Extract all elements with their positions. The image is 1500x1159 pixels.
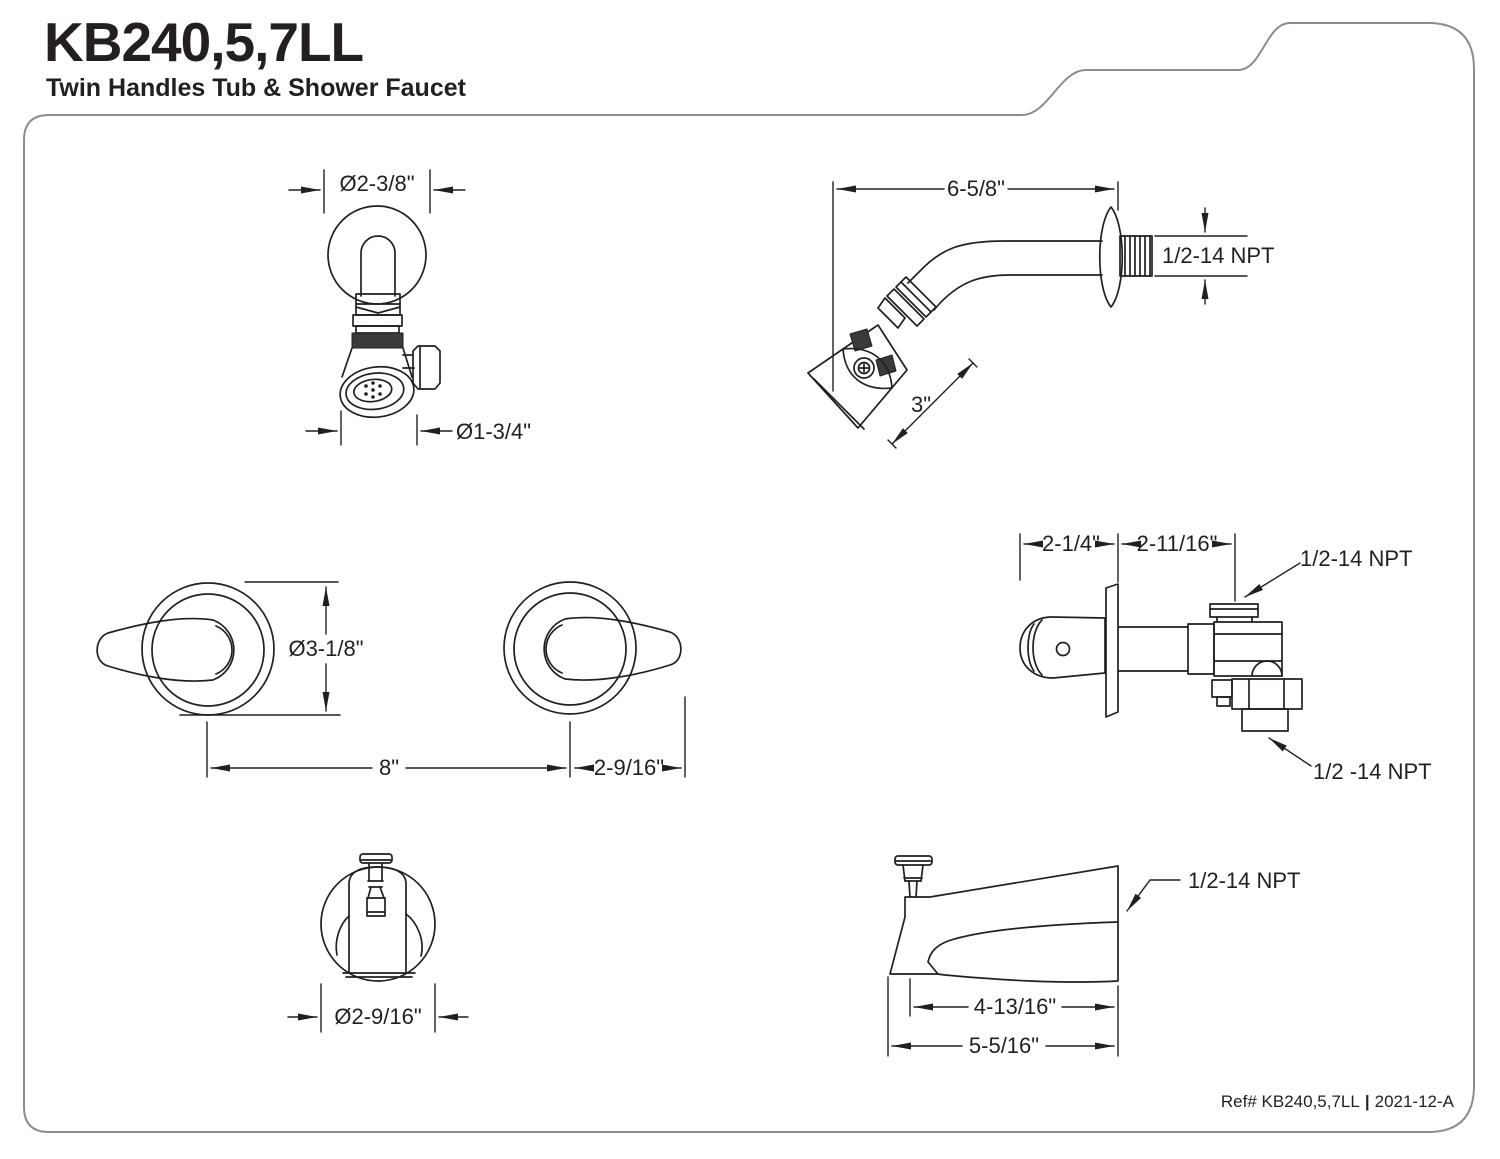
escutcheon-circle <box>327 205 427 305</box>
spout-front-outline <box>320 866 436 982</box>
thread-label: 1/2-14 NPT <box>1188 868 1301 893</box>
diverter-knob-cap <box>359 853 393 864</box>
pipe-threads <box>1119 235 1153 277</box>
dim-face-diameter: Ø1-3/4" <box>456 419 531 444</box>
volume-knob <box>412 345 441 390</box>
arm-top-edge <box>907 240 1103 284</box>
shower-port <box>1209 603 1259 618</box>
diverter-knob-cap <box>894 855 933 866</box>
footer-separator: | <box>1364 1092 1370 1111</box>
dim-escutcheon-diameter: Ø2-3/8" <box>339 171 414 196</box>
dim-arm-length: 6-5/8" <box>947 176 1005 201</box>
spout-crease <box>927 921 1119 975</box>
right-escutcheon <box>503 581 637 715</box>
knurled-ring <box>351 332 404 349</box>
dim-handle-depth: 2-1/4" <box>1042 531 1100 556</box>
head-cone <box>807 324 908 429</box>
shower-head-front-view: Ø2-3/8" <box>288 169 531 446</box>
dim-spout-reach-overall: 5-5/16" <box>969 1033 1039 1058</box>
valve-side-view: 2-1/4" 2-11/16" 1/2-14 NPT 1/2 -14 NPT <box>1019 531 1432 784</box>
spray-face-outer <box>339 365 415 419</box>
dim-spout-reach-inner: 4-13/16" <box>974 994 1056 1019</box>
right-handle-lever <box>543 616 682 681</box>
footer-revision: 2021-12-A <box>1374 1092 1454 1111</box>
page-title: KB240,5,7LL <box>44 11 364 73</box>
tub-spout-front-view: Ø2-9/16" <box>287 853 469 1033</box>
tub-spout-side-view: 1/2-14 NPT 4-13/16" 5-5/16" <box>887 855 1301 1058</box>
arm-nut <box>895 276 937 318</box>
dim-escutcheon-diameter: Ø3-1/8" <box>288 636 363 661</box>
thread-bottom-label: 1/2 -14 NPT <box>1313 759 1432 784</box>
left-escutcheon <box>141 582 275 716</box>
footer-ref-label: Ref# KB240,5,7LL <box>1220 1092 1360 1111</box>
arm-tube <box>360 235 396 297</box>
diverter-stem <box>366 897 386 917</box>
valve-stem-collar <box>1187 623 1215 675</box>
supply-port <box>1241 708 1289 732</box>
arm-bottom-edge <box>933 274 1103 311</box>
valve-escutcheon <box>1105 583 1119 718</box>
valve-handle <box>1019 616 1106 679</box>
footer-reference: Ref# KB240,5,7LL|2021-12-A <box>1221 1092 1454 1112</box>
left-handle-lever <box>96 617 235 682</box>
dim-handle-reach: 2-9/16" <box>594 755 664 780</box>
sheet-border <box>23 22 1475 1133</box>
dim-arm-thread: 1/2-14 NPT <box>1162 243 1275 268</box>
ball-joint <box>877 297 906 329</box>
handles-front-view: Ø3-1/8" 8" 2-9/16" <box>96 581 686 780</box>
dim-valve-depth: 2-11/16" <box>1137 531 1218 556</box>
valve-body <box>1213 621 1283 677</box>
wall-flange <box>1098 206 1124 308</box>
dim-spout-diameter: Ø2-9/16" <box>334 1004 421 1029</box>
union-nut <box>1231 678 1303 710</box>
page-subtitle: Twin Handles Tub & Shower Faucet <box>46 74 466 102</box>
shower-arm-side-view: 6-5/8" 1/2-14 NPT <box>807 176 1275 449</box>
spout-side-outline <box>889 865 1119 983</box>
spout-front-body <box>348 866 407 974</box>
thread-top-label: 1/2-14 NPT <box>1300 546 1413 571</box>
dim-head-length: 3" <box>911 392 931 417</box>
dim-handle-centers: 8" <box>379 755 399 780</box>
knurl-patch <box>849 328 873 352</box>
